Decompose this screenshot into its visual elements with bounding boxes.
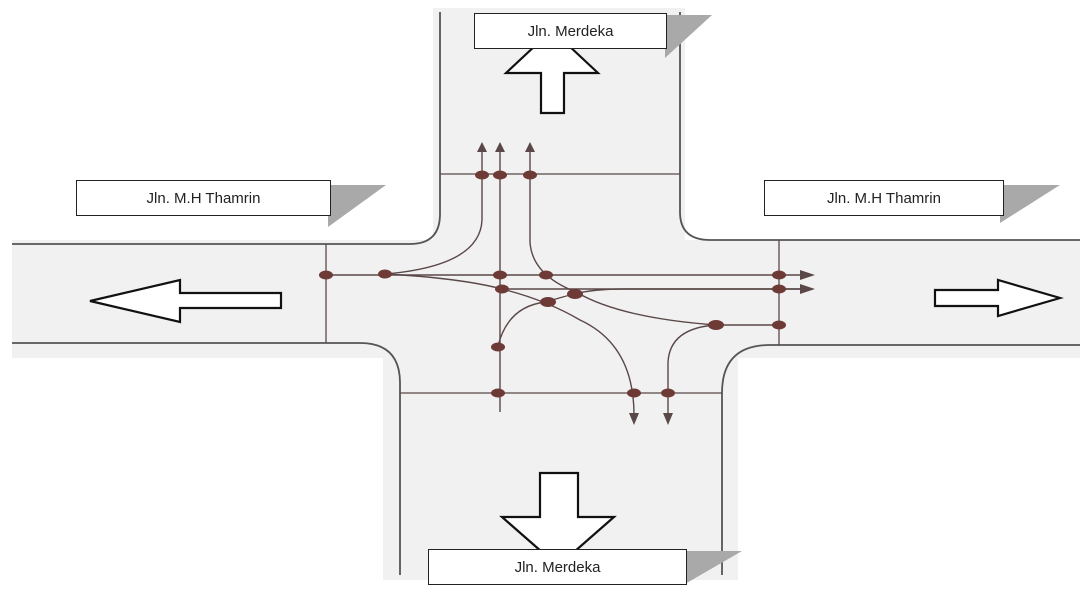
edge-south-east xyxy=(721,344,1080,575)
arrowhead-east-1 xyxy=(800,270,815,280)
west-direction-arrow xyxy=(89,278,283,324)
conflict-point xyxy=(708,320,724,330)
conflict-point xyxy=(319,270,333,280)
road-label-east: Jln. M.H Thamrin xyxy=(764,180,1004,216)
movement-arrowheads xyxy=(477,142,815,425)
edge-south-west xyxy=(12,342,401,575)
conflict-point xyxy=(475,170,489,180)
arrowhead-north-2 xyxy=(495,142,505,152)
path-south-to-north xyxy=(497,288,800,347)
arrowhead-north-3 xyxy=(525,142,535,152)
movement-paths xyxy=(326,152,800,416)
conflict-point xyxy=(772,320,786,330)
callout-shadow-west xyxy=(328,185,386,227)
conflict-point xyxy=(627,388,641,398)
callout-shadow-south xyxy=(685,551,742,584)
edge-north-east xyxy=(679,12,1080,241)
conflict-point xyxy=(661,388,675,398)
road-label-south: Jln. Merdeka xyxy=(428,549,687,585)
callout-shadow-east xyxy=(1000,185,1060,223)
east-direction-arrow xyxy=(933,278,1064,318)
conflict-point xyxy=(378,269,392,279)
path-east-to-south xyxy=(667,324,717,415)
road-label-north: Jln. Merdeka xyxy=(474,13,667,49)
conflict-point xyxy=(495,284,509,294)
direction-arrows xyxy=(89,28,1064,568)
callout-shadow-north xyxy=(665,15,712,58)
conflict-point xyxy=(567,289,583,299)
road-label-west: Jln. M.H Thamrin xyxy=(76,180,331,216)
conflict-point xyxy=(539,270,553,280)
edge-north-west xyxy=(12,12,441,245)
arrowhead-south-2 xyxy=(663,413,673,425)
arrowhead-north-1 xyxy=(477,142,487,152)
arrowhead-east-2 xyxy=(800,284,815,294)
conflict-point xyxy=(493,170,507,180)
conflict-points xyxy=(319,170,786,398)
conflict-point xyxy=(493,270,507,280)
conflict-point xyxy=(772,270,786,280)
conflict-point xyxy=(523,170,537,180)
conflict-point xyxy=(772,284,786,294)
path-west-to-north xyxy=(384,152,483,275)
conflict-point xyxy=(491,342,505,352)
road-edges xyxy=(12,12,1080,575)
path-west-to-south xyxy=(501,288,635,416)
conflict-point xyxy=(540,297,556,307)
label-callout-shadows xyxy=(328,15,1060,584)
south-direction-arrow xyxy=(499,471,617,568)
path-north-to-east xyxy=(529,152,779,326)
north-direction-arrow xyxy=(503,28,601,115)
arrowhead-south-1 xyxy=(629,413,639,425)
conflict-point xyxy=(491,388,505,398)
